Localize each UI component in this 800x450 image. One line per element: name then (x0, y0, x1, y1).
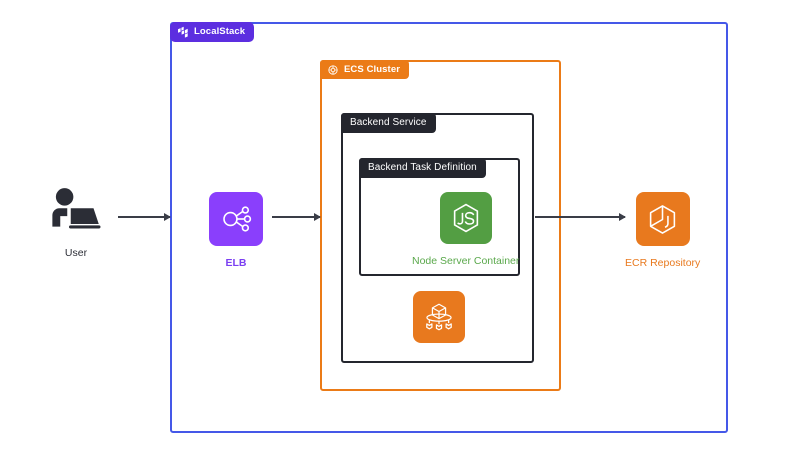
backend-task-definition-badge: Backend Task Definition (359, 158, 486, 178)
ecs-cluster-icon (327, 64, 339, 76)
elastic-load-balancer-icon (209, 192, 263, 246)
arrow-user-to-elb (118, 216, 170, 218)
user-node-label: User (64, 247, 88, 259)
backend-service-container (341, 113, 534, 363)
localstack-badge-label: LocalStack (194, 26, 246, 38)
ecr-repository-node: ECR Repository (625, 192, 700, 269)
arrow-elb-to-ecs-cluster (272, 216, 320, 218)
localstack-badge: LocalStack (170, 22, 255, 42)
backend-task-definition-badge-label: Backend Task Definition (368, 162, 477, 173)
ecs-service-icon (413, 291, 465, 343)
ecs-service-node (413, 291, 465, 343)
backend-service-badge-label: Backend Service (350, 117, 427, 128)
node-server-container-node: Node Server Container (412, 192, 519, 267)
elb-node: ELB (209, 192, 263, 269)
ecs-cluster-container (320, 60, 561, 391)
arrow-task-to-ecr (535, 216, 625, 218)
elb-node-label: ELB (225, 257, 247, 269)
ecs-cluster-badge: ECS Cluster (320, 60, 410, 79)
ecr-repository-icon (635, 192, 690, 246)
ecs-cluster-badge-label: ECS Cluster (344, 63, 401, 75)
user-laptop-icon (48, 186, 104, 234)
node-server-container-label: Node Server Container (412, 255, 520, 267)
localstack-container (170, 22, 728, 433)
localstack-icon (177, 26, 189, 38)
nodejs-icon (439, 192, 492, 244)
backend-service-badge: Backend Service (341, 113, 436, 133)
ecr-repository-label: ECR Repository (625, 257, 701, 269)
user-node: User (48, 186, 104, 259)
